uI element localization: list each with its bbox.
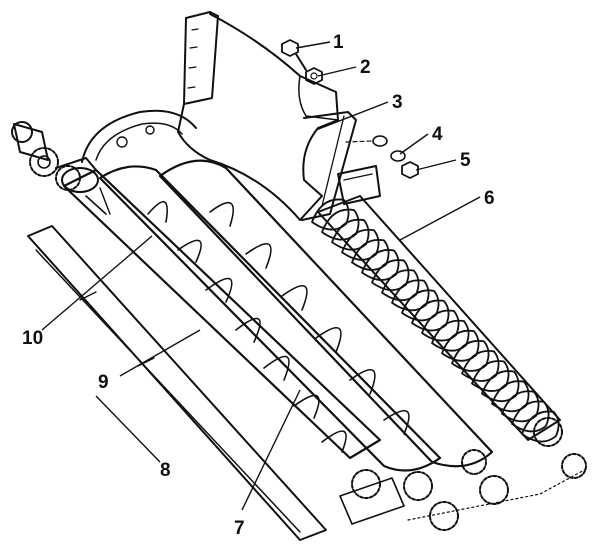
leader-4 bbox=[399, 133, 429, 155]
spiral-coil bbox=[421, 309, 460, 342]
spiral-coil bbox=[331, 218, 370, 251]
leader-9 bbox=[119, 329, 201, 377]
callout-6: 6 bbox=[484, 188, 495, 209]
housing-back-plate bbox=[81, 11, 357, 221]
callout-1: 1 bbox=[333, 32, 344, 53]
spiral-coil bbox=[391, 279, 430, 312]
leader-5 bbox=[415, 159, 457, 171]
roller-part-7 bbox=[158, 159, 494, 468]
bottom-drive-gears bbox=[339, 449, 589, 531]
spiral-coil bbox=[451, 339, 490, 372]
tension-bracket bbox=[337, 165, 381, 205]
roller-part-10 bbox=[61, 167, 382, 460]
leader-7 bbox=[241, 389, 301, 511]
leader-2 bbox=[317, 66, 357, 77]
spiral-coil bbox=[311, 198, 350, 231]
callout-10: 10 bbox=[22, 328, 43, 349]
spiral-coil bbox=[361, 249, 400, 281]
spiral-coil bbox=[521, 410, 560, 443]
spiral-coil bbox=[411, 299, 450, 332]
spiral-coil bbox=[351, 238, 390, 271]
spiral-coil bbox=[511, 400, 550, 433]
spiral-coil bbox=[501, 390, 540, 423]
callout-5: 5 bbox=[460, 150, 471, 171]
spiral-coil bbox=[431, 319, 470, 352]
spiral-coil bbox=[341, 228, 380, 261]
bolt-part-1 bbox=[281, 39, 307, 71]
spiral-coil bbox=[371, 259, 410, 291]
spiral-coil bbox=[461, 350, 500, 382]
leader-3 bbox=[315, 101, 389, 131]
spiral-coil bbox=[471, 360, 510, 392]
spiral-coil bbox=[491, 380, 530, 413]
spiral-coil bbox=[481, 370, 520, 403]
leader-8 bbox=[95, 395, 161, 463]
callout-7: 7 bbox=[234, 518, 245, 539]
nut-part-2 bbox=[305, 67, 323, 85]
callout-9: 9 bbox=[98, 372, 109, 393]
spiral-coil bbox=[401, 289, 440, 322]
nut-part-5 bbox=[401, 161, 419, 179]
spiral-coil bbox=[381, 269, 420, 302]
callout-3: 3 bbox=[392, 92, 403, 113]
leader-6 bbox=[399, 196, 481, 241]
callout-4: 4 bbox=[432, 124, 443, 145]
washer-part-4 bbox=[372, 135, 406, 162]
roller-part-9 bbox=[98, 165, 442, 472]
cover-plate-part-8 bbox=[27, 225, 327, 541]
leader-1 bbox=[295, 41, 331, 49]
callout-8: 8 bbox=[160, 460, 171, 481]
callout-2: 2 bbox=[360, 57, 371, 78]
spiral-coil bbox=[321, 208, 360, 241]
leader-10 bbox=[41, 235, 153, 331]
spiral-roller-part-6 bbox=[311, 195, 563, 447]
spiral-coil bbox=[441, 329, 480, 362]
